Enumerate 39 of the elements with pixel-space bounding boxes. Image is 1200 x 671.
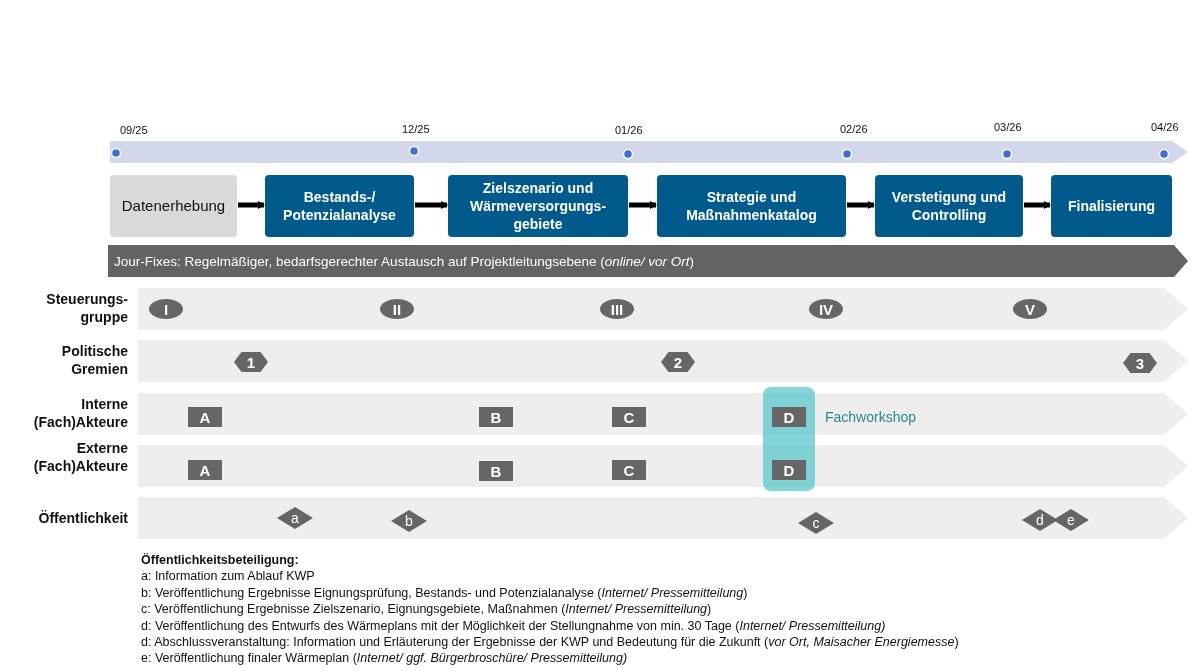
- info-band: Jour-Fixes: Regelmäßiger, bedarfsgerechter Austausch auf Projektleitungsebene (online/ vor Ort): [108, 245, 1188, 277]
- milestone-marker: A: [188, 460, 222, 480]
- phase-box: Zielszenario und Wärmeversorgungs- gebiete: [448, 175, 628, 237]
- milestone-marker: C: [612, 460, 646, 480]
- phase-box: Strategie und Maßnahmenkatalog: [657, 175, 846, 237]
- legend-text: d: Veröffentlichung des Entwurfs des Wärmeplans mit der Möglichkeit der Stellungnahme von min. 30 Tage (Internet/ Pressemitteilung): [141, 618, 886, 633]
- lane-label: Öffentlichkeit: [37, 509, 128, 528]
- phase-box: Verstetigung und Controlling: [875, 175, 1023, 237]
- legend-heading: Öffentlichkeitsbeteiligung:: [141, 553, 299, 567]
- legend-text: b: Veröffentlichung Ergebnisse Eignungsprüfung, Bestands- und Potenzialanalyse (Internet/ Pressemitteilung): [141, 585, 748, 600]
- annotation-text: Fachworkshop: [825, 409, 917, 425]
- phase-box: Datenerhebung: [110, 175, 237, 237]
- arrow: [629, 201, 657, 209]
- milestone-marker: B: [479, 461, 513, 481]
- lane-label: Interne (Fach)Akteure: [32, 395, 128, 432]
- legend-text: a: Information zum Ablauf KWP: [141, 569, 315, 584]
- legend-text: c: Veröffentlichung Ergebnisse Zielszenario, Eignungsgebiete, Maßnahmen (Internet/ Pressemitteilung): [141, 602, 712, 617]
- milestone-marker: D: [772, 460, 806, 480]
- arrow: [847, 201, 875, 209]
- lane-label: Externe (Fach)Akteure: [32, 439, 128, 476]
- milestone-marker: D: [772, 407, 806, 427]
- arrow: [415, 201, 448, 209]
- date-label: 09/25: [120, 124, 148, 136]
- date-label: 01/26: [615, 124, 643, 136]
- legend-text: e: Veröffentlichung finaler Wärmeplan (Internet/ ggf. Bürgerbroschüre/ Pressemitteilung): [141, 651, 628, 666]
- lane-label: Politische Gremien: [60, 342, 128, 379]
- legend-text: d: Abschlussveranstaltung: Information und Erläuterung der Ergebnisse der KWP und Bedeutung für die Zukunft (vor Ort, Maisacher Energiemesse): [141, 635, 959, 649]
- arrow: [1024, 201, 1051, 209]
- milestone-marker: C: [612, 407, 646, 427]
- date-label: 04/26: [1151, 121, 1179, 133]
- date-label: 02/26: [840, 123, 868, 135]
- arrow: [238, 201, 265, 209]
- date-label: 03/26: [994, 121, 1022, 133]
- milestone-marker: A: [188, 407, 222, 427]
- date-label: 12/25: [402, 123, 430, 135]
- phase-box: Finalisierung: [1051, 175, 1172, 237]
- lane-label: Steuerungs- gruppe: [45, 290, 128, 327]
- milestone-marker: B: [479, 407, 513, 427]
- phase-box: Bestands-/ Potenzialanalyse: [265, 175, 414, 237]
